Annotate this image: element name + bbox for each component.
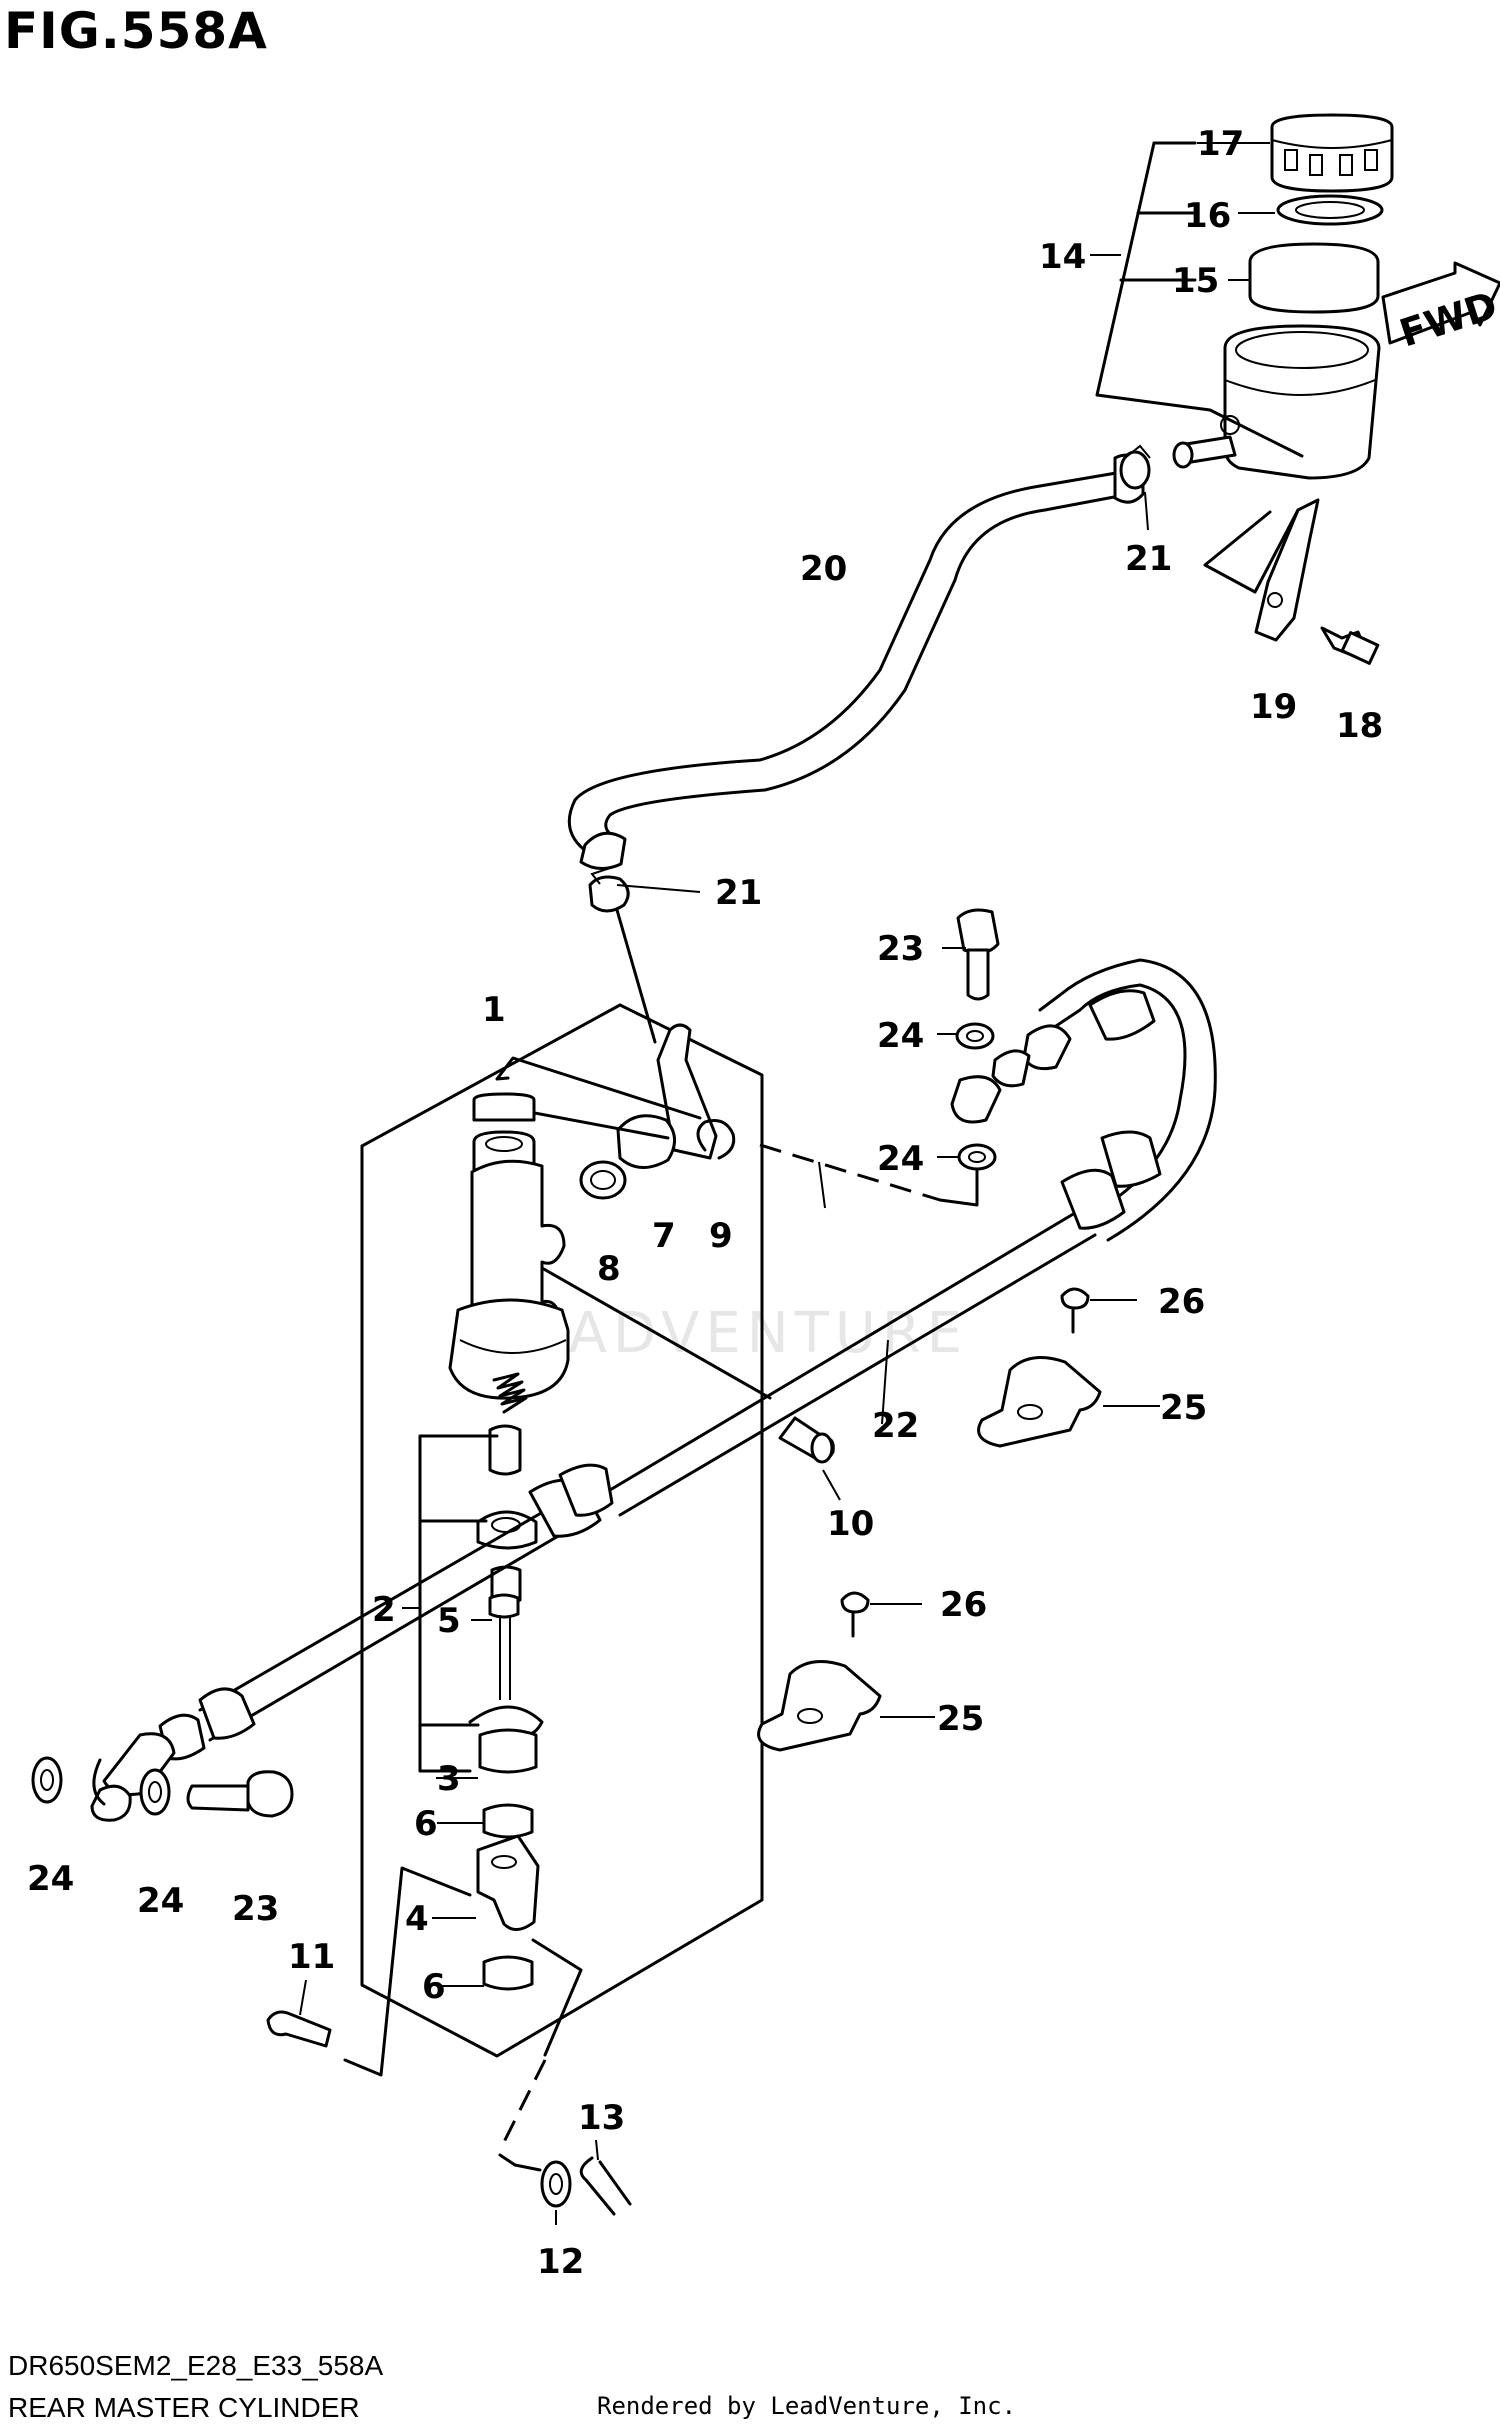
banjo-bolt-upper (956, 908, 1000, 955)
callout-14: 14 (1039, 237, 1086, 277)
callout-25-upper: 25 (1160, 1388, 1207, 1428)
callout-6-upper: 6 (414, 1804, 438, 1844)
callout-24-b: 24 (877, 1139, 924, 1179)
reservoir-bracket (1254, 498, 1380, 665)
callout-20: 20 (800, 549, 847, 589)
cotter-pin (579, 2156, 632, 2216)
callout-7: 7 (652, 1216, 676, 1256)
banjo-bolt-lower (246, 1770, 294, 1818)
figure-name: REAR MASTER CYLINDER (8, 2392, 360, 2423)
callout-9: 9 (709, 1216, 733, 1256)
reservoir-hose (567, 470, 1124, 864)
hose-clamp-upper (1119, 444, 1151, 490)
callout-18: 18 (1336, 706, 1383, 746)
hose-guide-lower (757, 1660, 882, 1752)
washer-24-a (955, 1022, 995, 1050)
clevis-pin (266, 2010, 332, 2048)
figure-title: FIG.558A (4, 2, 268, 60)
callout-12: 12 (537, 2242, 584, 2282)
callout-24-c: 24 (27, 1859, 74, 1899)
screw-26-upper (1060, 1287, 1090, 1310)
callout-15: 15 (1172, 261, 1219, 301)
leader-19 (1203, 508, 1300, 594)
callout-1: 1 (482, 990, 506, 1030)
render-credit: Rendered by LeadVenture, Inc. (597, 2392, 1017, 2420)
callout-21-upper: 21 (1125, 539, 1172, 579)
callout-2: 2 (372, 1590, 396, 1630)
master-cylinder-body (448, 1092, 570, 1400)
leader-2 (418, 1434, 499, 1773)
brake-hose (198, 1208, 1097, 1742)
callout-26-lower: 26 (940, 1585, 987, 1625)
callout-16: 16 (1184, 196, 1231, 236)
figure-code: DR650SEM2_E28_E33_558A (8, 2350, 384, 2381)
callout-23-upper: 23 (877, 929, 924, 969)
callout-24-d: 24 (137, 1881, 184, 1921)
washer-24-b (957, 1143, 997, 1171)
callout-11: 11 (288, 1937, 335, 1977)
callout-8: 8 (597, 1249, 621, 1289)
callout-21-lower: 21 (715, 873, 762, 913)
callout-13: 13 (578, 2098, 625, 2138)
callout-25-lower: 25 (937, 1699, 984, 1739)
circlip (696, 1119, 736, 1160)
callout-3: 3 (437, 1759, 461, 1799)
screw-26-lower (840, 1591, 870, 1614)
o-ring (579, 1160, 627, 1200)
hose-guide-upper (977, 1356, 1102, 1448)
callout-4: 4 (405, 1899, 429, 1939)
callout-24-a: 24 (877, 1016, 924, 1056)
callout-17: 17 (1197, 124, 1244, 164)
leader-14 (1095, 141, 1304, 458)
callout-5: 5 (437, 1601, 461, 1641)
callout-19: 19 (1250, 687, 1297, 727)
callout-6-lower: 6 (422, 1967, 446, 2007)
piston-assembly (468, 1372, 544, 1991)
master-cylinder-box (360, 1003, 764, 2058)
callout-10: 10 (827, 1504, 874, 1544)
washer-12 (540, 2160, 572, 2208)
callout-26-upper: 26 (1158, 1282, 1205, 1322)
washer-24-c (31, 1756, 63, 1804)
washer-24-d (139, 1768, 171, 1816)
fwd-direction-arrow: FWD (1381, 261, 1500, 356)
hose-clamp-lower (588, 867, 630, 913)
callout-23-lower: 23 (232, 1889, 279, 1929)
reservoir-assembly (1172, 113, 1394, 480)
callout-22: 22 (872, 1406, 919, 1446)
